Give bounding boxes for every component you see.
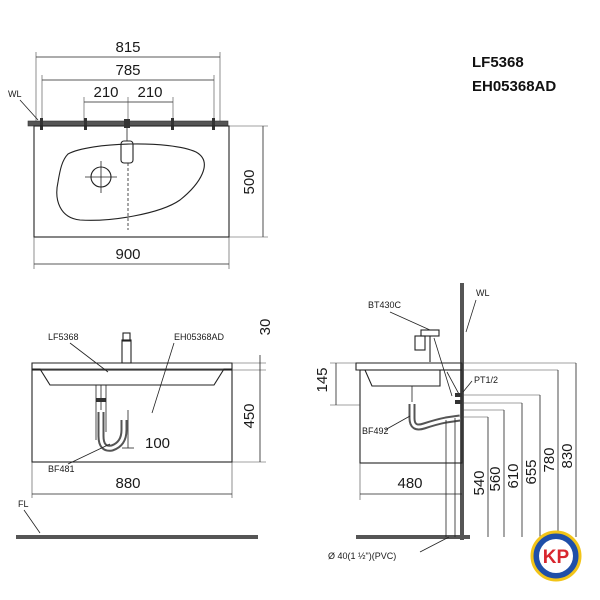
dim-depth-500: 500 xyxy=(241,169,258,194)
brand-logo: KP xyxy=(530,530,582,582)
label-supply: PT1/2 xyxy=(474,375,498,385)
dim-h-540: 540 xyxy=(471,470,488,495)
cabinet-front xyxy=(31,369,233,463)
label-wl-top: WL xyxy=(8,89,22,99)
dim-h-560: 560 xyxy=(487,466,504,491)
label-cabinet-front: EH05368AD xyxy=(174,332,225,342)
dim-depth-480: 480 xyxy=(397,475,422,492)
label-pipe: Ø 40(1 ½")(PVC) xyxy=(328,551,396,561)
dim-overall-900: 900 xyxy=(115,246,140,263)
label-basin-front: LF5368 xyxy=(48,332,79,342)
label-wl-side: WL xyxy=(476,288,490,298)
dim-basin-145: 145 xyxy=(314,367,331,392)
label-trap-front: BF481 xyxy=(48,464,75,474)
dim-height-450: 450 xyxy=(241,403,258,428)
dim-top-30: 30 xyxy=(257,319,274,336)
dim-h-830: 830 xyxy=(559,443,576,468)
dim-spacing-left: 210 xyxy=(93,84,118,101)
dim-spacing-right: 210 xyxy=(137,84,162,101)
model-cabinet: EH05368AD xyxy=(472,78,556,95)
dim-h-655: 655 xyxy=(523,459,540,484)
label-trap-side: BF492 xyxy=(362,426,389,436)
model-basin: LF5368 xyxy=(472,54,524,71)
basin-front xyxy=(31,362,233,386)
dim-h-780: 780 xyxy=(541,447,558,472)
top-view: 815 785 210 210 WL xyxy=(8,39,268,269)
basin-top-outline xyxy=(33,125,230,238)
side-view: WL BT430C PT1/2 BF492 145 48 xyxy=(314,283,577,561)
cabinet-side xyxy=(359,369,463,464)
basin-side xyxy=(355,362,463,387)
label-fl: FL xyxy=(18,499,29,509)
logo-text: KP xyxy=(543,547,570,568)
dim-drain-100: 100 xyxy=(145,435,170,452)
label-faucet: BT430C xyxy=(368,300,402,310)
dim-width-815: 815 xyxy=(115,39,140,56)
dim-width-785: 785 xyxy=(115,62,140,79)
dim-h-610: 610 xyxy=(505,463,522,488)
dim-width-880: 880 xyxy=(115,475,140,492)
basin-bowl xyxy=(56,143,205,221)
front-view: LF5368 EH05368AD BF481 100 30 450 xyxy=(16,319,274,539)
